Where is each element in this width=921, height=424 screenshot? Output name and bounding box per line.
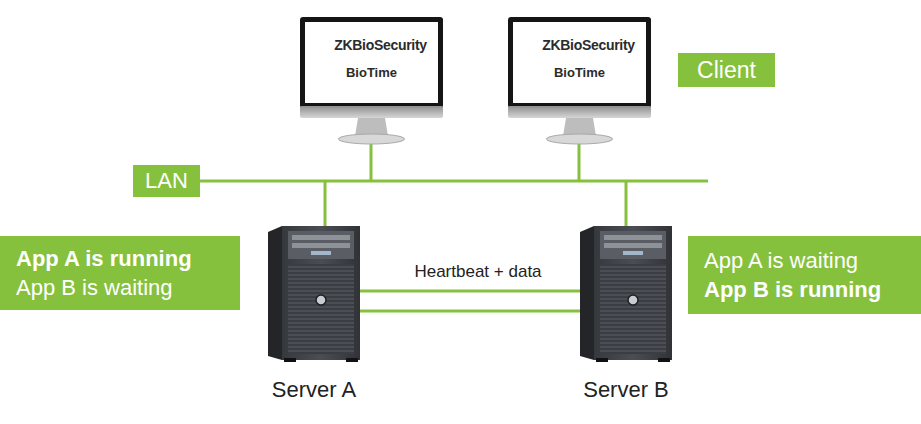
server-label: Server A [272,377,356,403]
tag-box: Client [678,53,775,87]
monitor-illustration-part [339,134,405,144]
server-node: Server B [580,222,672,404]
server-tower-part [658,358,670,362]
lan-bus-part [200,180,708,183]
server-tower-part [596,358,608,362]
logo-text: ZKBioSecurity [513,36,646,54]
server-tower-part [604,235,662,240]
link-label: Heartbeat + data [411,262,544,282]
lan-bus-part [625,181,628,226]
product-name: BioTime [513,64,646,82]
status-line: App A is waiting [704,246,907,275]
server-tower-part [292,235,350,240]
monitor-illustration-part [508,106,651,118]
server-tower-part [288,264,354,354]
status-line: App B is waiting [16,273,226,302]
monitor-illustration-part [305,22,438,103]
server-tower-part [288,231,354,259]
status-box: App A is runningApp B is waiting [0,236,240,310]
status-line: App B is running [704,275,907,304]
client-screen: ZKBioSecurityBioTime [305,22,438,103]
monitor-illustration [508,17,651,144]
server-tower-part [292,243,350,248]
server-tower-part [282,226,360,360]
server-tower-part [604,243,662,248]
client-screen: ZKBioSecurityBioTime [513,22,646,103]
lan-bus-part [578,144,581,181]
tag-label: LAN [145,170,188,192]
product-name: BioTime [305,64,438,82]
lan-bus-part [370,144,373,181]
monitor-illustration-part [508,17,651,108]
tag-box: LAN [133,165,200,197]
lan-bus-part [324,181,327,226]
server-tower-part [600,264,666,354]
server-tower-part [594,226,672,360]
server-tower-part [346,358,358,362]
logo-text: ZKBioSecurity [305,36,438,54]
server-tower-part [580,226,594,360]
server-tower [268,226,360,362]
server-tower-part [311,251,331,255]
server-tower-part [284,358,296,362]
lan-bus [200,144,708,226]
heartbeat-link [360,310,580,313]
server-tower-part [600,231,666,259]
monitor-illustration-part [300,106,443,118]
monitor-illustration-part [563,118,596,136]
status-box: App A is waitingApp B is running [688,236,921,314]
monitor-illustration-part [513,22,646,103]
monitor-illustration-part [547,134,613,144]
status-line: App A is running [16,244,226,273]
server-tower-part [623,251,643,255]
server-label: Server B [583,377,669,403]
server-node: Server A [268,222,360,404]
server-tower-part [628,295,638,305]
server-tower-part [268,226,282,360]
server-tower-part [316,295,326,305]
monitor-illustration-part [355,118,388,136]
monitor-illustration-part [300,17,443,108]
monitor-illustration [300,17,443,144]
server-tower [580,226,672,362]
tag-label: Client [697,59,756,82]
heartbeat-link [360,290,580,293]
